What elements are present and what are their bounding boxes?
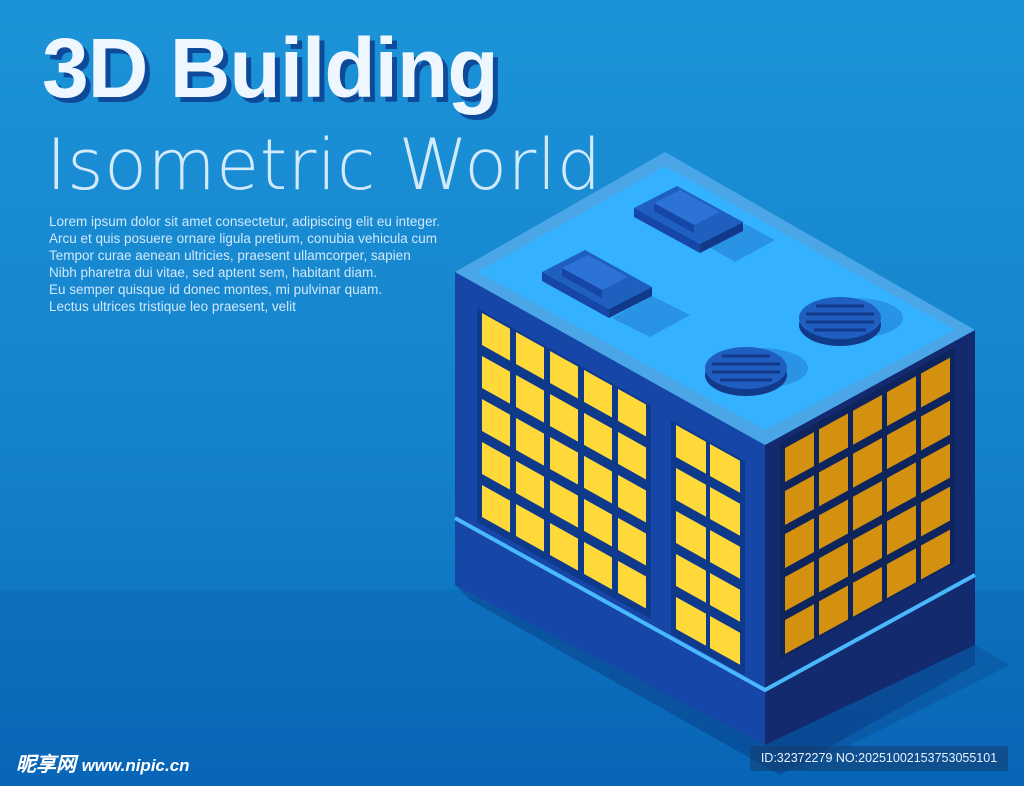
window [676, 468, 706, 517]
window [785, 604, 814, 654]
window [516, 417, 544, 466]
window [853, 523, 882, 574]
window [618, 431, 646, 480]
window [618, 517, 646, 566]
window [819, 456, 848, 507]
logo-url: www.nipic.cn [81, 756, 190, 775]
window [921, 443, 950, 494]
building-shadow [455, 585, 975, 775]
window [516, 331, 544, 380]
window [887, 505, 916, 556]
window [887, 548, 916, 599]
window [482, 485, 510, 533]
window [676, 425, 706, 474]
roof-vent [705, 347, 808, 396]
window [584, 369, 612, 418]
window [710, 572, 740, 622]
page-title: 3D Building [42, 21, 499, 115]
window [584, 455, 612, 504]
window [618, 560, 646, 609]
window [710, 529, 740, 579]
building-ground-shadow [765, 645, 1010, 770]
logo-text: 昵享网 [16, 754, 76, 776]
roof-unit [542, 250, 690, 337]
window [921, 529, 950, 580]
watermark-logo: 昵享网 www.nipic.cn [16, 748, 190, 777]
window [676, 511, 706, 560]
window [887, 419, 916, 470]
watermark-id: ID:32372279 NO:20251002153753055101 [750, 746, 1008, 771]
window [516, 460, 544, 509]
window [921, 357, 950, 408]
window [584, 498, 612, 547]
window [921, 400, 950, 451]
window [618, 474, 646, 523]
body-line: Nibh pharetra dui vitae, sed aptent sem,… [49, 265, 377, 280]
window [550, 436, 578, 485]
window [853, 437, 882, 488]
window [819, 585, 848, 636]
window [482, 442, 510, 490]
window [482, 313, 510, 361]
window [676, 554, 706, 603]
window [584, 541, 612, 590]
window [584, 412, 612, 461]
window [785, 475, 814, 525]
window [853, 394, 882, 445]
window [710, 615, 740, 665]
window [887, 462, 916, 513]
window [676, 597, 706, 646]
window [550, 350, 578, 399]
window [550, 393, 578, 442]
window [785, 561, 814, 611]
body-line: Lorem ipsum dolor sit amet consectetur, … [49, 214, 440, 229]
body-line: Lectus ultrices tristique leo praesent, … [49, 299, 296, 314]
window [921, 486, 950, 537]
windows-group [477, 308, 955, 676]
page-subtitle: Isometric World [46, 124, 602, 206]
window [482, 399, 510, 447]
window [710, 443, 740, 493]
window [710, 486, 740, 536]
window [819, 413, 848, 464]
roof [478, 166, 955, 430]
window [482, 356, 510, 404]
body-line: Tempor curae aenean ultricies, praesent … [49, 248, 411, 263]
window [516, 374, 544, 423]
window [819, 542, 848, 593]
window [853, 566, 882, 617]
window [819, 499, 848, 550]
window [550, 479, 578, 528]
window [887, 376, 916, 427]
window [516, 503, 544, 552]
window [618, 388, 646, 437]
window [785, 432, 814, 482]
body-line: Eu semper quisque id donec montes, mi pu… [49, 282, 383, 297]
body-line: Arcu et quis posuere ornare ligula preti… [49, 231, 437, 246]
window [853, 480, 882, 531]
roof-vent [799, 297, 903, 346]
window [550, 522, 578, 571]
body-text: Lorem ipsum dolor sit amet consectetur, … [49, 213, 440, 315]
roof-unit [634, 186, 775, 262]
window [785, 518, 814, 568]
wall-stripe [454, 516, 976, 693]
